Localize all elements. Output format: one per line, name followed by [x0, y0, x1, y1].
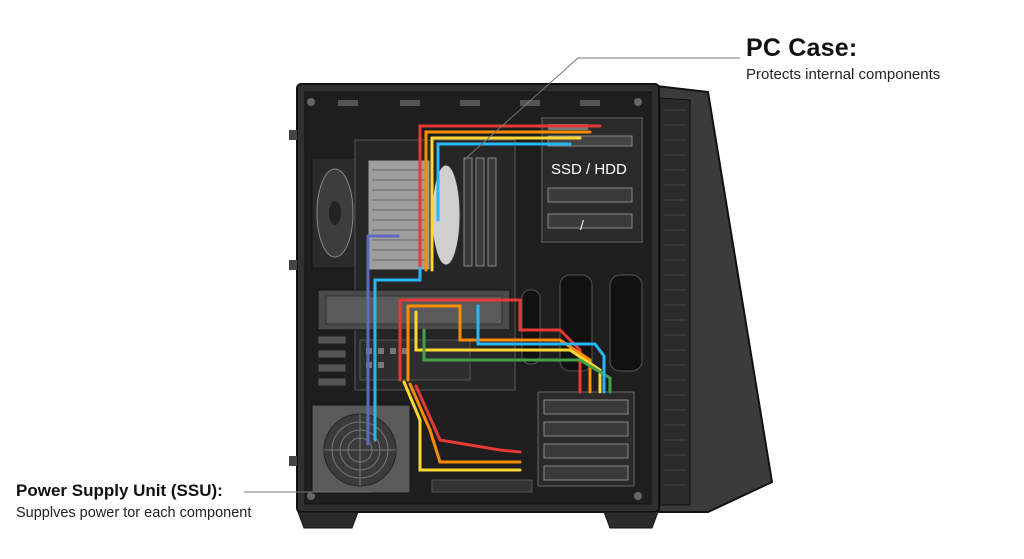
case-side-panel — [655, 84, 774, 513]
drive-bay-label: SSD / HDD — [551, 161, 627, 178]
psu-annotation-title: Power Supply Unit (SSU): — [16, 481, 223, 500]
rear-fan — [311, 157, 359, 269]
power-supply-unit — [311, 404, 533, 494]
psu-annotation-description: Supplves power tor each component — [16, 505, 252, 521]
case-leader-line-diagonal — [463, 57, 579, 161]
power-cables — [366, 124, 612, 472]
drive-cage-bottom — [537, 391, 635, 487]
case-annotation-title: PC Case: — [746, 34, 858, 62]
case-annotation-description: Protects internal components — [746, 66, 941, 83]
drive-bay-secondary-label: / — [580, 217, 584, 233]
